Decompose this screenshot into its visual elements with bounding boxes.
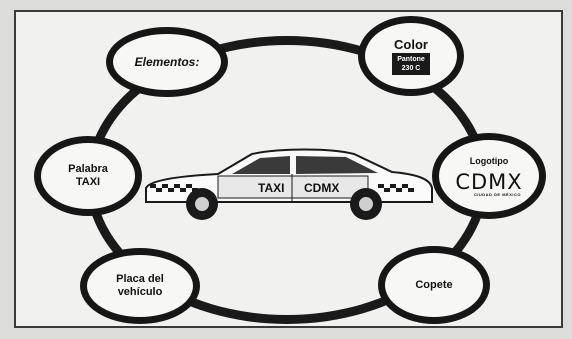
car-taxi-text: TAXI xyxy=(258,181,284,195)
node-copete: Copete xyxy=(378,246,490,324)
node-elementos: Elementos: xyxy=(106,27,228,97)
car-wheel-rear xyxy=(350,188,382,220)
car-window-front xyxy=(232,156,290,174)
car-wheel-front xyxy=(186,188,218,220)
car-cdmx-text: CDMX xyxy=(304,181,339,195)
node-elementos-label: Elementos: xyxy=(134,55,200,69)
node-placa-line1: Placa del xyxy=(116,273,164,285)
node-logotipo: Logotipo CDMX CIUDAD DE MÉXICO xyxy=(432,133,546,219)
taxi-car-illustration: TAXI CDMX xyxy=(145,148,433,220)
swatch-line1: Pantone xyxy=(397,55,425,63)
node-placa-line2: vehículo xyxy=(117,286,163,298)
node-color-label: Color xyxy=(394,36,428,52)
node-placa: Placa del vehículo xyxy=(80,248,200,324)
swatch-line2: 230 C xyxy=(401,64,421,72)
car-window-rear xyxy=(296,156,378,174)
cdmx-logo-subtext: CIUDAD DE MÉXICO xyxy=(473,192,521,197)
node-copete-label: Copete xyxy=(415,278,453,291)
node-palabra-line2: TAXI xyxy=(75,176,101,188)
color-swatch: Pantone 230 C xyxy=(392,52,430,75)
node-palabra-taxi: Palabra TAXI xyxy=(34,136,142,216)
node-logotipo-label: Logotipo xyxy=(469,156,509,166)
cdmx-logo: CDMX xyxy=(455,170,523,194)
car-stripe xyxy=(217,175,369,199)
node-palabra-line1: Palabra xyxy=(68,163,108,175)
node-color: Color Pantone 230 C xyxy=(358,16,464,96)
